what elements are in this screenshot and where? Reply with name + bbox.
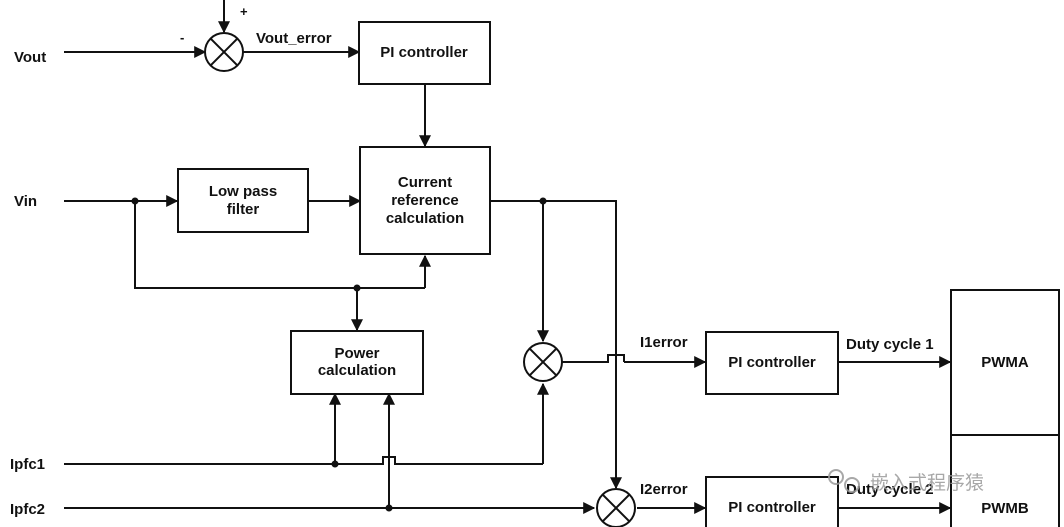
pi-controller-1-label: PI controller bbox=[728, 354, 816, 371]
current-2-summing-junction bbox=[596, 488, 636, 527]
pi-controller-voltage-block: PI controller bbox=[358, 21, 491, 85]
current-1-summing-junction bbox=[523, 342, 563, 382]
pi-controller-voltage-label: PI controller bbox=[380, 44, 468, 61]
minus-sign: - bbox=[180, 30, 184, 45]
watermark-text: 嵌入式程序猿 bbox=[870, 472, 984, 494]
vout-input-label: Vout bbox=[14, 49, 46, 66]
pwmb-block: PWMB bbox=[950, 434, 1060, 527]
vin-branch-junction-dot bbox=[353, 284, 361, 292]
plus-sign: + bbox=[240, 4, 248, 19]
pwma-block: PWMA bbox=[950, 289, 1060, 436]
vin-branch-wire bbox=[134, 201, 425, 289]
ipfc2-junction-dot bbox=[385, 504, 393, 512]
power-calculation-label-line1: Power bbox=[334, 345, 379, 362]
i1error-hop-wire bbox=[562, 354, 625, 363]
duty-cycle-1-label: Duty cycle 1 bbox=[846, 336, 934, 353]
current-reference-block: Current reference calculation bbox=[359, 146, 491, 255]
watermark: 嵌入式程序猿 bbox=[828, 469, 984, 494]
ipfc1-wire bbox=[64, 456, 543, 465]
pi-controller-2-block: PI controller bbox=[705, 476, 839, 527]
power-calculation-block: Power calculation bbox=[290, 330, 424, 395]
ipfc1-input-label: Ipfc1 bbox=[10, 456, 45, 473]
vin-junction-dot bbox=[131, 197, 139, 205]
vin-input-label: Vin bbox=[14, 193, 37, 210]
pwmb-label: PWMB bbox=[981, 500, 1029, 517]
current-reference-label-line1: Current bbox=[398, 174, 452, 191]
current-reference-label-line3: calculation bbox=[386, 210, 464, 227]
low-pass-filter-block: Low pass filter bbox=[177, 168, 309, 233]
iref-wire bbox=[490, 200, 617, 474]
low-pass-filter-label-line1: Low pass bbox=[209, 183, 277, 200]
power-calculation-label-line2: calculation bbox=[318, 362, 396, 379]
voltage-summing-junction bbox=[204, 32, 244, 72]
iref-junction-dot bbox=[539, 197, 547, 205]
ipfc1-junction-dot bbox=[331, 460, 339, 468]
pwma-label: PWMA bbox=[981, 354, 1029, 371]
pi-controller-1-block: PI controller bbox=[705, 331, 839, 395]
i2error-label: I2error bbox=[640, 481, 688, 498]
pi-controller-2-label: PI controller bbox=[728, 499, 816, 516]
i1error-label: I1error bbox=[640, 334, 688, 351]
current-reference-label-line2: reference bbox=[391, 192, 459, 209]
ipfc2-input-label: Ipfc2 bbox=[10, 501, 45, 518]
watermark-logo-icon bbox=[828, 469, 844, 485]
vout-error-label: Vout_error bbox=[256, 30, 332, 47]
duty-cycle-2-label: Duty cycle 2 bbox=[846, 481, 934, 498]
low-pass-filter-label-line2: filter bbox=[227, 201, 260, 218]
